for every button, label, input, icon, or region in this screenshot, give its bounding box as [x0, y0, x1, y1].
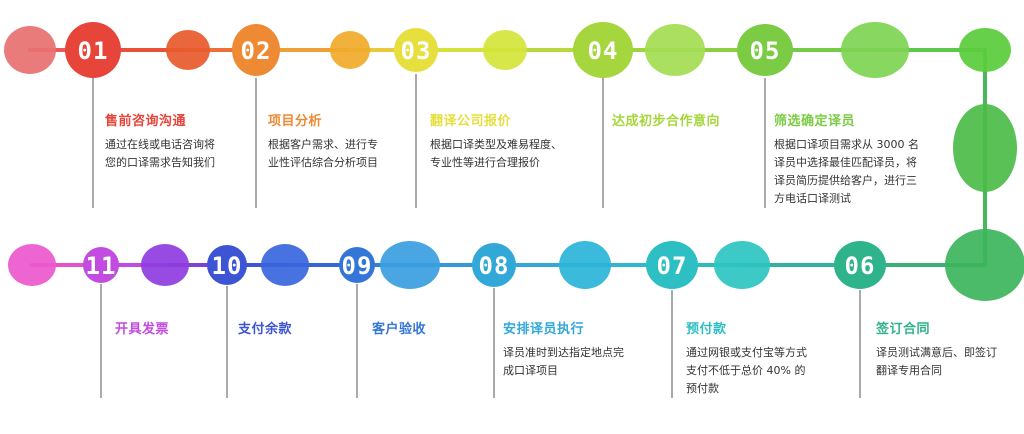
step-node-8	[472, 243, 516, 287]
decorative-blob	[330, 31, 370, 69]
step-number-7: 07	[657, 252, 688, 280]
decorative-blob	[645, 24, 705, 76]
step-node-7	[646, 241, 698, 289]
step-desc-5: 根据口译项目需求从 3000 名译员中选择最佳匹配译员，将译员简历提供给客户，进…	[774, 136, 949, 208]
decorative-blob	[166, 30, 210, 70]
step-number-2: 02	[241, 37, 272, 65]
decorative-blob	[261, 244, 309, 286]
step-title-7: 预付款	[686, 322, 727, 337]
step-desc-line: 通过在线或电话咨询将	[105, 138, 215, 151]
step-desc-line: 译员准时到达指定地点完	[503, 346, 624, 359]
step-node-3	[394, 28, 438, 72]
step-title-2: 项目分析	[268, 114, 323, 129]
step-title-8: 安排译员执行	[503, 322, 585, 337]
step-number-6: 06	[845, 252, 876, 280]
step-desc-line: 支付不低于总价 40% 的	[686, 364, 806, 377]
decorative-blob	[8, 244, 56, 286]
step-node-5	[737, 24, 793, 76]
step-desc-7: 通过网银或支付宝等方式支付不低于总价 40% 的预付款	[686, 344, 861, 398]
decorative-blob	[380, 241, 440, 289]
step-desc-line: 方电话口译测试	[774, 192, 851, 205]
step-number-5: 05	[750, 37, 781, 65]
step-desc-6: 译员测试满意后、即签订翻译专用合同	[876, 344, 1024, 380]
decorative-blob	[959, 28, 1011, 72]
step-title-10: 支付余款	[238, 322, 293, 337]
decorative-blob	[559, 241, 611, 289]
step-desc-line: 通过网银或支付宝等方式	[686, 346, 807, 359]
step-node-4	[573, 22, 633, 78]
step-desc-2: 根据客户需求、进行专业性评估综合分析项目	[268, 136, 443, 172]
step-desc-line: 译员测试满意后、即签订	[876, 346, 997, 359]
step-desc-line: 译员中选择最佳匹配译员，将	[774, 156, 917, 169]
step-desc-line: 译员简历提供给客户，进行三	[774, 174, 917, 187]
step-desc-line: 根据口译类型及难易程度、	[430, 138, 562, 151]
step-node-9	[339, 247, 375, 283]
step-number-10: 10	[212, 252, 243, 280]
step-title-1: 售前咨询沟通	[105, 114, 187, 129]
decorative-blob	[4, 26, 56, 74]
step-node-11	[83, 247, 119, 283]
step-number-1: 01	[78, 37, 109, 65]
step-desc-line: 成口译项目	[503, 364, 558, 377]
step-desc-line: 专业性等进行合理报价	[430, 156, 540, 169]
step-title-5: 筛选确定译员	[774, 114, 856, 129]
step-title-3: 翻译公司报价	[430, 114, 512, 129]
step-desc-3: 根据口译类型及难易程度、专业性等进行合理报价	[430, 136, 605, 172]
step-desc-line: 您的口译需求告知我们	[105, 156, 215, 169]
step-number-8: 08	[479, 252, 510, 280]
step-desc-line: 业性评估综合分析项目	[268, 156, 378, 169]
step-number-9: 09	[342, 252, 373, 280]
step-title-6: 签订合同	[876, 322, 931, 337]
step-node-6	[834, 241, 886, 289]
step-number-4: 04	[588, 37, 619, 65]
step-title-11: 开具发票	[115, 322, 170, 337]
step-number-3: 03	[401, 37, 432, 65]
step-desc-1: 通过在线或电话咨询将您的口译需求告知我们	[105, 136, 280, 172]
step-desc-line: 翻译专用合同	[876, 364, 942, 377]
step-number-11: 11	[86, 252, 117, 280]
step-desc-line: 根据口译项目需求从 3000 名	[774, 138, 919, 151]
decorative-blob	[945, 229, 1024, 301]
step-node-1	[65, 22, 121, 78]
step-desc-line: 根据客户需求、进行专	[268, 138, 378, 151]
step-desc-8: 译员准时到达指定地点完成口译项目	[503, 344, 678, 380]
step-desc-line: 预付款	[686, 382, 719, 395]
decorative-blob	[141, 244, 189, 286]
step-node-2	[232, 24, 280, 76]
decorative-blob	[953, 104, 1017, 192]
step-node-10	[207, 245, 247, 285]
decorative-blob	[714, 241, 770, 289]
step-title-4: 达成初步合作意向	[612, 114, 721, 129]
step-title-9: 客户验收	[372, 322, 427, 337]
decorative-blob	[841, 22, 909, 78]
decorative-blob	[483, 30, 527, 70]
